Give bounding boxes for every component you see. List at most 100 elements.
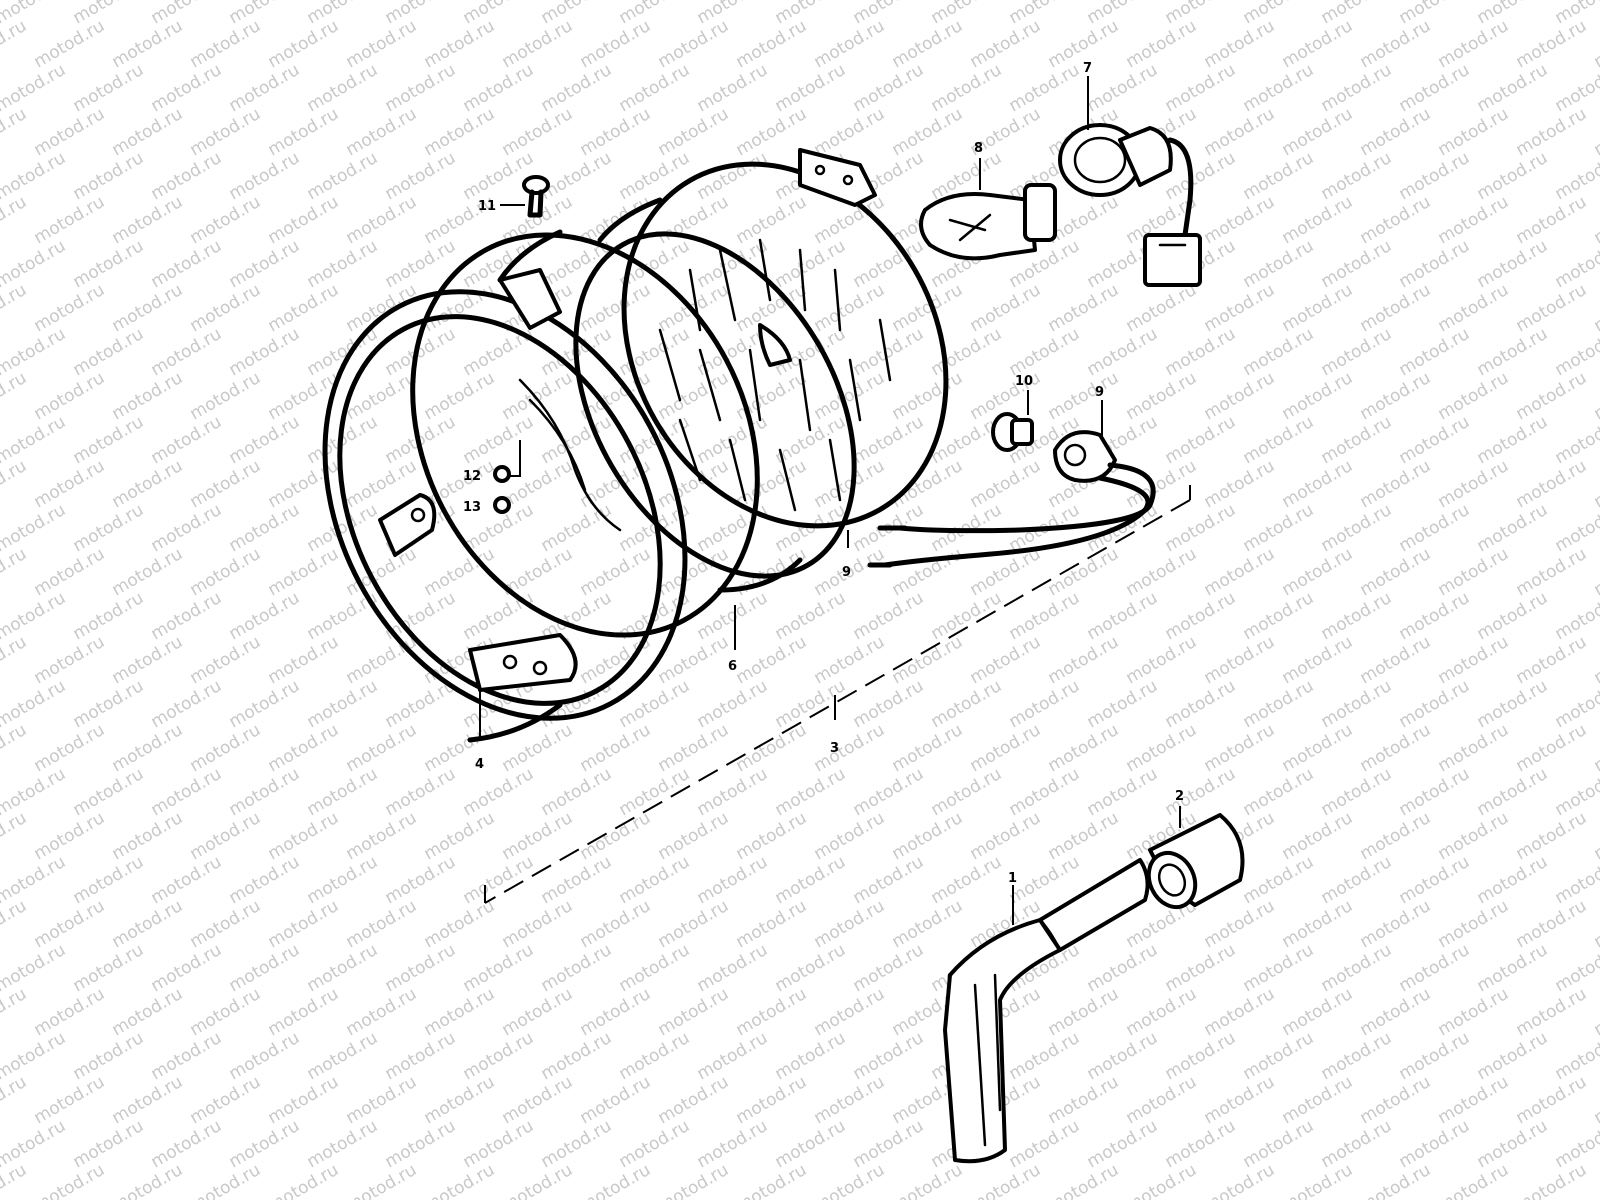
watermark-text: motod.ru [148, 676, 226, 732]
watermark-text: motod.ru [1279, 368, 1357, 424]
watermark-text: motod.ru [772, 764, 850, 820]
watermark-text: motod.ru [265, 280, 343, 336]
watermark-text: motod.ru [655, 984, 733, 1040]
watermark-text: motod.ru [1318, 0, 1396, 28]
watermark-text: motod.ru [1435, 192, 1513, 248]
watermark-text: motod.ru [1201, 896, 1279, 952]
watermark-text: motod.ru [0, 544, 30, 600]
watermark-text: motod.ru [538, 764, 616, 820]
watermark-text: motod.ru [1201, 192, 1279, 248]
watermark-text: motod.ru [694, 148, 772, 204]
watermark-text: motod.ru [343, 1160, 421, 1200]
watermark-text: motod.ru [811, 1072, 889, 1128]
watermark-text: motod.ru [0, 324, 69, 380]
watermark-text: motod.ru [1162, 764, 1240, 820]
watermark-text: motod.ru [1435, 104, 1513, 160]
watermark-text: motod.ru [1591, 104, 1600, 160]
watermark-text: motod.ru [1084, 676, 1162, 732]
watermark-text: motod.ru [421, 1160, 499, 1200]
watermark-text: motod.ru [1474, 324, 1552, 380]
watermark-text: motod.ru [343, 984, 421, 1040]
watermark-text: motod.ru [1240, 412, 1318, 468]
watermark-text: motod.ru [187, 984, 265, 1040]
watermark-text: motod.ru [0, 984, 30, 1040]
watermark-text: motod.ru [70, 412, 148, 468]
watermark-text: motod.ru [0, 676, 69, 732]
watermark-text: motod.ru [0, 720, 30, 776]
watermark-text: motod.ru [1318, 148, 1396, 204]
watermark-text: motod.ru [1279, 104, 1357, 160]
watermark-text: motod.ru [265, 896, 343, 952]
watermark-text: motod.ru [1513, 544, 1591, 600]
watermark-text: motod.ru [1279, 1160, 1357, 1200]
watermark-text: motod.ru [460, 0, 538, 28]
watermark-text: motod.ru [577, 16, 655, 72]
watermark-text: motod.ru [616, 60, 694, 116]
watermark-text: motod.ru [694, 1116, 772, 1172]
watermark-text: motod.ru [1357, 808, 1435, 864]
watermark-text: motod.ru [1591, 1160, 1600, 1200]
watermark-text: motod.ru [109, 280, 187, 336]
watermark-text: motod.ru [226, 412, 304, 468]
watermark-text: motod.ru [1474, 940, 1552, 996]
watermark-text: motod.ru [1396, 852, 1474, 908]
watermark-text: motod.ru [1357, 544, 1435, 600]
watermark-text: motod.ru [616, 1028, 694, 1084]
watermark-text: motod.ru [1474, 148, 1552, 204]
watermark-text: motod.ru [0, 16, 30, 72]
watermark-text: motod.ru [577, 544, 655, 600]
watermark-text: motod.ru [1123, 1072, 1201, 1128]
watermark-text: motod.ru [1318, 764, 1396, 820]
watermark-text: motod.ru [1240, 676, 1318, 732]
watermark-text: motod.ru [1045, 720, 1123, 776]
watermark-text: motod.ru [1123, 544, 1201, 600]
watermark-text: motod.ru [1435, 456, 1513, 512]
watermark-text: motod.ru [616, 852, 694, 908]
watermark-text: motod.ru [733, 1160, 811, 1200]
watermark-text: motod.ru [70, 1116, 148, 1172]
watermark-text: motod.ru [304, 60, 382, 116]
watermark-text: motod.ru [148, 1116, 226, 1172]
watermark-text: motod.ru [148, 940, 226, 996]
watermark-text: motod.ru [382, 148, 460, 204]
callout-12: 12 [463, 469, 481, 484]
watermark-text: motod.ru [694, 500, 772, 556]
watermark-text: motod.ru [1396, 0, 1474, 28]
watermark-text: motod.ru [967, 720, 1045, 776]
watermark-text: motod.ru [226, 60, 304, 116]
watermark-text: motod.ru [1591, 808, 1600, 864]
watermark-text: motod.ru [382, 764, 460, 820]
watermark-text: motod.ru [538, 1116, 616, 1172]
watermark-text: motod.ru [1162, 500, 1240, 556]
watermark-text: motod.ru [616, 676, 694, 732]
watermark-text: motod.ru [70, 236, 148, 292]
watermark-text: motod.ru [148, 412, 226, 468]
watermark-text: motod.ru [733, 984, 811, 1040]
watermark-text: motod.ru [1318, 60, 1396, 116]
callout-labels: 1 2 3 4 6 7 8 9 9 10 11 12 13 [463, 61, 1184, 886]
watermark-text: motod.ru [1318, 236, 1396, 292]
watermark-text: motod.ru [499, 368, 577, 424]
cap-seal [1146, 813, 1245, 910]
watermark-text: motod.ru [1084, 588, 1162, 644]
watermark-text: motod.ru [460, 412, 538, 468]
watermark-text: motod.ru [1123, 368, 1201, 424]
watermark-text: motod.ru [1474, 500, 1552, 556]
watermark-text: motod.ru [343, 104, 421, 160]
watermark-text: motod.ru [148, 324, 226, 380]
watermark-text: motod.ru [1513, 984, 1591, 1040]
watermark-text: motod.ru [1513, 104, 1591, 160]
watermark-text: motod.ru [1435, 632, 1513, 688]
watermark-text: motod.ru [1513, 808, 1591, 864]
watermark-text: motod.ru [70, 148, 148, 204]
watermark-text: motod.ru [1474, 676, 1552, 732]
watermark-text: motod.ru [616, 0, 694, 28]
watermark-text: motod.ru [148, 1028, 226, 1084]
watermark-text: motod.ru [265, 720, 343, 776]
watermark-text: motod.ru [1279, 720, 1357, 776]
watermark-text: motod.ru [421, 1072, 499, 1128]
watermark-text: motod.ru [1201, 984, 1279, 1040]
watermark-text: motod.ru [967, 1160, 1045, 1200]
watermark-text: motod.ru [538, 940, 616, 996]
watermark-text: motod.ru [850, 1028, 928, 1084]
